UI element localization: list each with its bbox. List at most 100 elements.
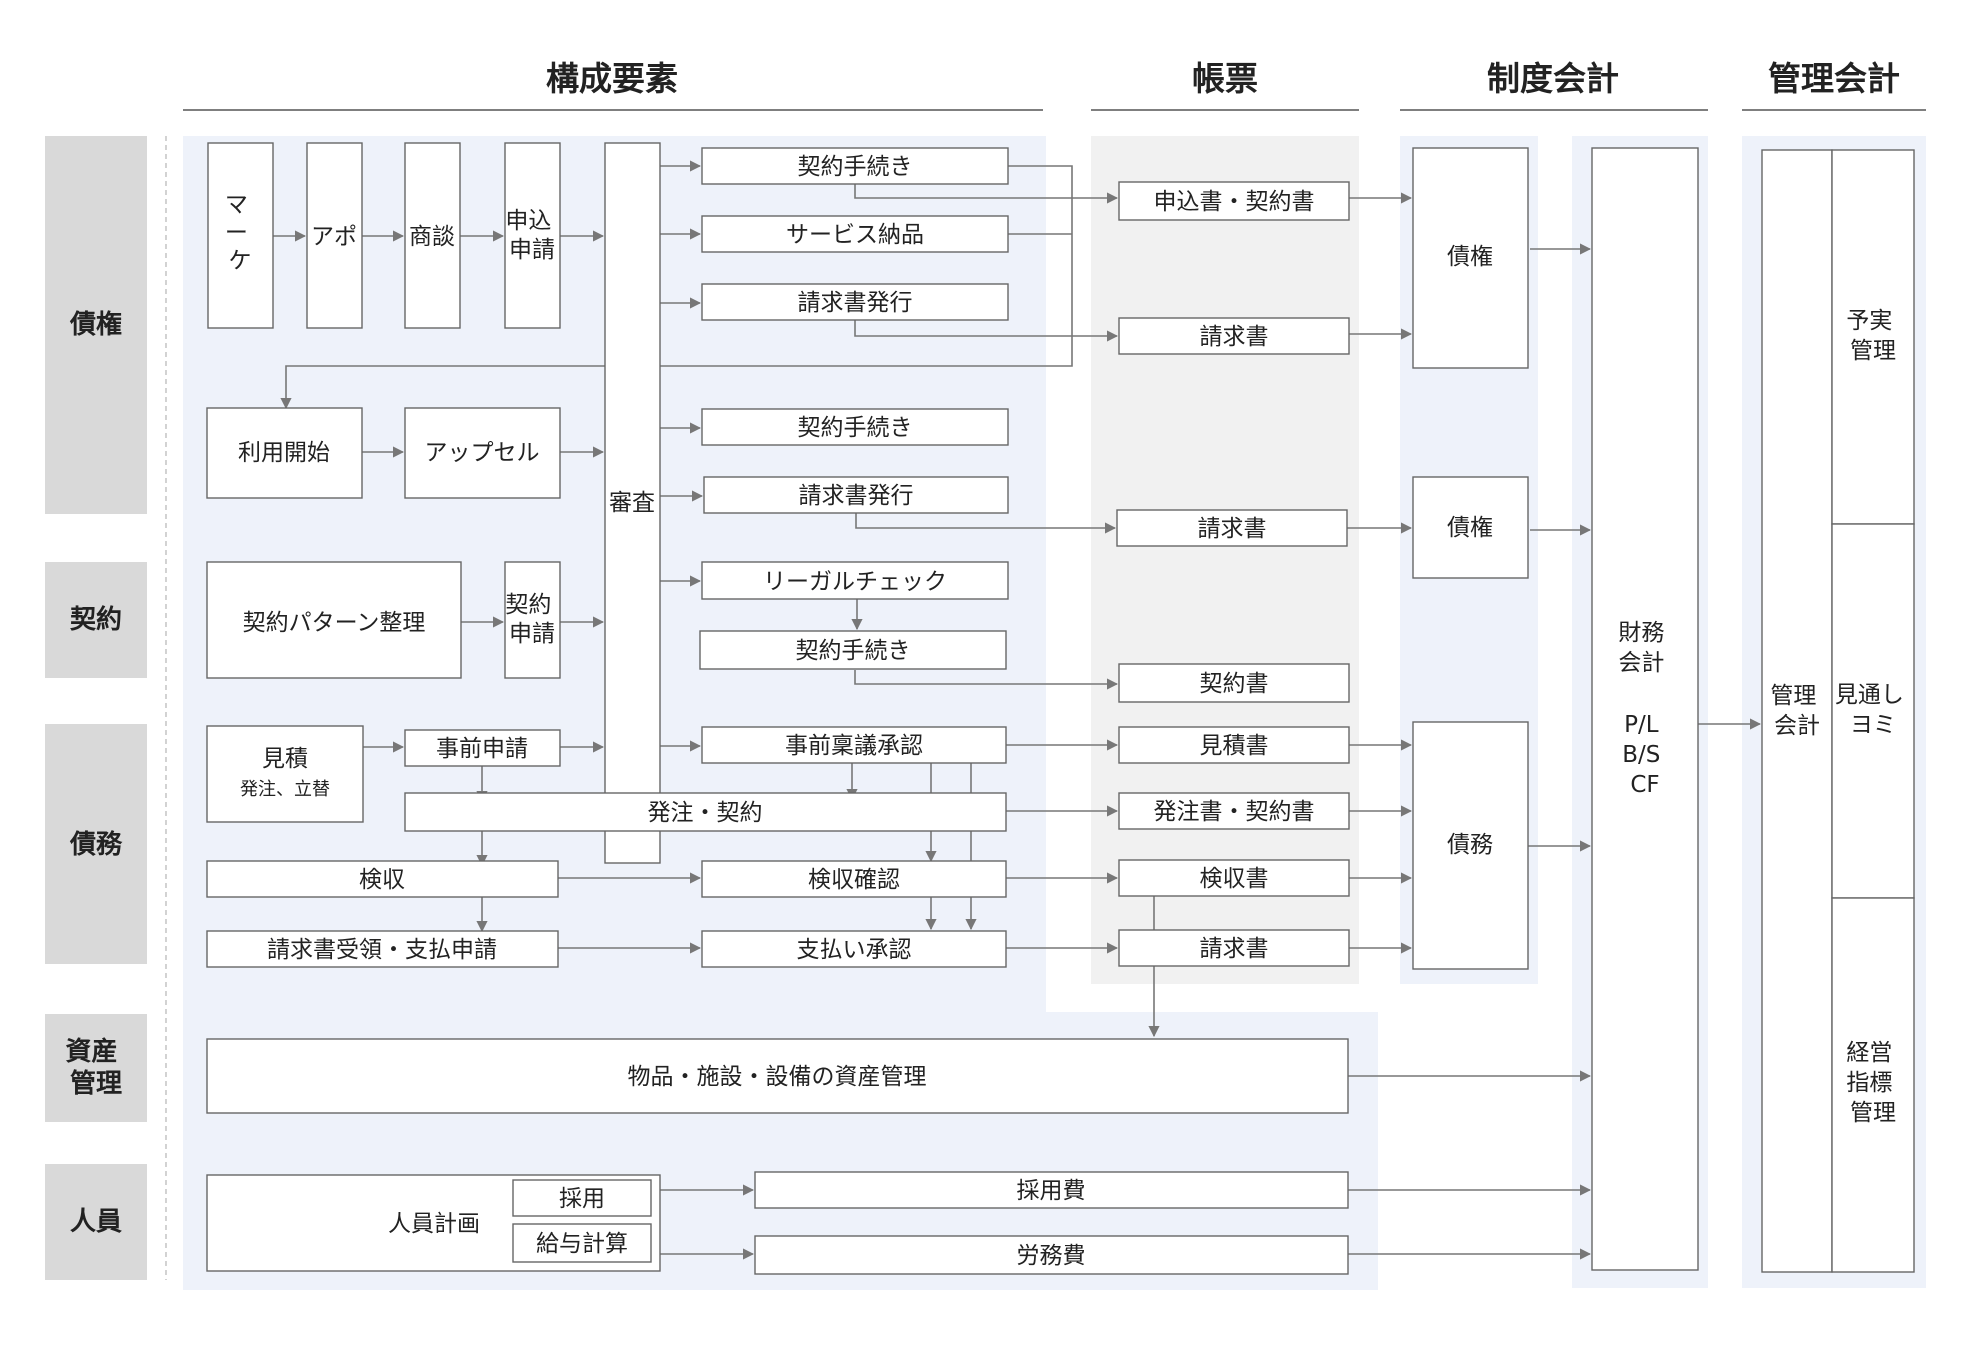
svg-text:給与計算: 給与計算: [536, 1231, 628, 1257]
svg-text:発注書・契約書: 発注書・契約書: [1154, 799, 1315, 825]
box-appointment: アポ: [306, 142, 363, 329]
row-label-receivables: 債権: [69, 309, 122, 340]
form-boxes: 申込書・契約書 請求書 請求書 契約書 見積書 発注書・契約書 検収書 請求書: [1116, 181, 1350, 967]
box-pre-request: 事前申請: [404, 729, 561, 767]
svg-text:マ ー ケ: マ ー ケ: [225, 192, 255, 274]
svg-text:利用開始: 利用開始: [238, 440, 330, 466]
svg-text:審査: 審査: [609, 490, 655, 516]
svg-text:請求書発行: 請求書発行: [798, 290, 913, 316]
svg-text:見積: 見積: [262, 746, 308, 772]
box-contract-procedure: 契約手続き: [701, 147, 1009, 185]
svg-text:請求書: 請求書: [1198, 516, 1267, 542]
svg-text:見通し ヨミ: 見通し ヨミ: [1835, 682, 1911, 738]
management-budget-actual: 予実 管理: [1831, 149, 1915, 525]
header-management: 管理会計: [1768, 59, 1900, 98]
svg-text:検収書: 検収書: [1200, 866, 1269, 892]
box-hiring: 採用: [512, 1179, 652, 1217]
svg-text:債権: 債権: [1447, 515, 1493, 541]
svg-text:契約手続き: 契約手続き: [798, 154, 913, 180]
statutory-boxes: 債権 債権 債務 財務 会計 P/L B/S CF: [1412, 147, 1699, 1271]
svg-text:請求書: 請求書: [1200, 936, 1269, 962]
management-kpi: 経営 指標 管理: [1831, 897, 1915, 1273]
svg-text:債務: 債務: [1447, 832, 1493, 858]
svg-text:検収確認: 検収確認: [808, 867, 900, 893]
svg-text:商談: 商談: [409, 224, 455, 250]
form-invoice-2: 請求書: [1116, 509, 1348, 547]
box-invoice-issue: 請求書発行: [701, 283, 1009, 321]
svg-text:管理 会計: 管理 会計: [1770, 683, 1823, 739]
statutory-receivable-1: 債権: [1412, 147, 1529, 369]
svg-text:見積書: 見積書: [1200, 733, 1269, 759]
svg-text:物品・施設・設備の資産管理: 物品・施設・設備の資産管理: [628, 1064, 927, 1090]
svg-text:労務費: 労務費: [1017, 1243, 1086, 1269]
svg-text:申込 申請: 申込 申請: [505, 208, 558, 263]
form-application-contract: 申込書・契約書: [1118, 181, 1350, 221]
forms-region: [1091, 136, 1359, 984]
form-invoice-3: 請求書: [1118, 929, 1350, 967]
component-boxes: マ ー ケ アポ 商談 申込 申請 審査 契約手続き: [206, 142, 1349, 1275]
svg-text:契約 申請: 契約 申請: [505, 592, 558, 647]
svg-text:経営 指標 管理: 経営 指標 管理: [1846, 1040, 1899, 1126]
box-contract-procedure-2: 契約手続き: [701, 408, 1009, 446]
row-label-personnel: 人員: [70, 1207, 122, 1237]
header-components: 構成要素: [546, 59, 678, 98]
svg-text:請求書: 請求書: [1200, 324, 1269, 350]
svg-text:アポ: アポ: [311, 224, 357, 250]
box-invoice-issue-2: 請求書発行: [703, 476, 1009, 514]
svg-text:採用費: 採用費: [1017, 1178, 1086, 1204]
box-labor-cost: 労務費: [754, 1235, 1349, 1275]
box-inspection-confirm: 検収確認: [701, 860, 1007, 898]
svg-text:検収: 検収: [359, 867, 405, 893]
svg-text:採用: 採用: [559, 1186, 605, 1212]
box-review: 審査: [604, 142, 661, 864]
box-upsell: アップセル: [404, 407, 561, 499]
row-label-contract: 契約: [69, 604, 122, 635]
row-labels: 債権 契約 債務 資産 管理 人員: [45, 136, 167, 1280]
statutory-payable: 債務: [1412, 721, 1529, 970]
box-marketing: マ ー ケ: [207, 142, 274, 329]
box-service-delivery: サービス納品: [701, 215, 1009, 253]
svg-text:契約手続き: 契約手続き: [798, 415, 913, 441]
box-usage-start: 利用開始: [206, 407, 363, 499]
financial-accounting: 財務 会計 P/L B/S CF: [1591, 147, 1699, 1271]
column-headers: 構成要素 帳票 制度会計 管理会計: [183, 59, 1926, 111]
svg-text:アップセル: アップセル: [425, 440, 540, 466]
form-estimate: 見積書: [1118, 726, 1350, 764]
form-order-contract: 発注書・契約書: [1118, 792, 1350, 830]
svg-text:契約書: 契約書: [1200, 671, 1269, 697]
box-contract-procedure-3: 契約手続き: [699, 630, 1007, 670]
connectors: [273, 160, 1762, 1260]
form-inspection: 検収書: [1118, 859, 1350, 897]
box-legal-check: リーガルチェック: [701, 561, 1009, 600]
box-inspection: 検収: [206, 860, 559, 898]
svg-text:事前稟議承認: 事前稟議承認: [785, 733, 923, 759]
svg-text:債権: 債権: [1447, 244, 1493, 270]
svg-text:事前申請: 事前申請: [436, 736, 528, 762]
box-estimate: 見積 発注、立替: [206, 725, 364, 823]
box-order-contract: 発注・契約: [404, 792, 1007, 832]
svg-text:予実 管理: 予実 管理: [1846, 308, 1899, 364]
management-boxes: 管理 会計 予実 管理 見通し ヨミ 経営 指標 管理: [1761, 149, 1915, 1273]
row-label-assets: 資産 管理: [65, 1036, 126, 1099]
box-contract-request: 契約 申請: [504, 561, 561, 679]
management-accounting: 管理 会計: [1761, 149, 1833, 1273]
header-statutory: 制度会計: [1487, 59, 1619, 98]
svg-text:リーガルチェック: リーガルチェック: [763, 569, 947, 595]
svg-text:請求書受領・支払申請: 請求書受領・支払申請: [267, 937, 497, 963]
box-application: 申込 申請: [504, 142, 561, 329]
form-contract: 契約書: [1118, 663, 1350, 703]
svg-text:申込書・契約書: 申込書・契約書: [1154, 189, 1315, 215]
row-label-payables: 債務: [69, 830, 123, 860]
form-invoice-1: 請求書: [1118, 317, 1350, 355]
header-forms: 帳票: [1192, 59, 1258, 98]
svg-text:契約パターン整理: 契約パターン整理: [243, 610, 426, 636]
svg-text:支払い承認: 支払い承認: [797, 937, 912, 963]
statutory-receivable-2: 債権: [1412, 476, 1529, 579]
box-payroll: 給与計算: [512, 1223, 652, 1263]
box-payment-approval: 支払い承認: [701, 930, 1007, 968]
management-forecast: 見通し ヨミ: [1831, 523, 1915, 899]
box-invoice-receive: 請求書受領・支払申請: [206, 930, 559, 968]
svg-text:サービス納品: サービス納品: [786, 222, 924, 248]
box-negotiation: 商談: [404, 142, 461, 329]
